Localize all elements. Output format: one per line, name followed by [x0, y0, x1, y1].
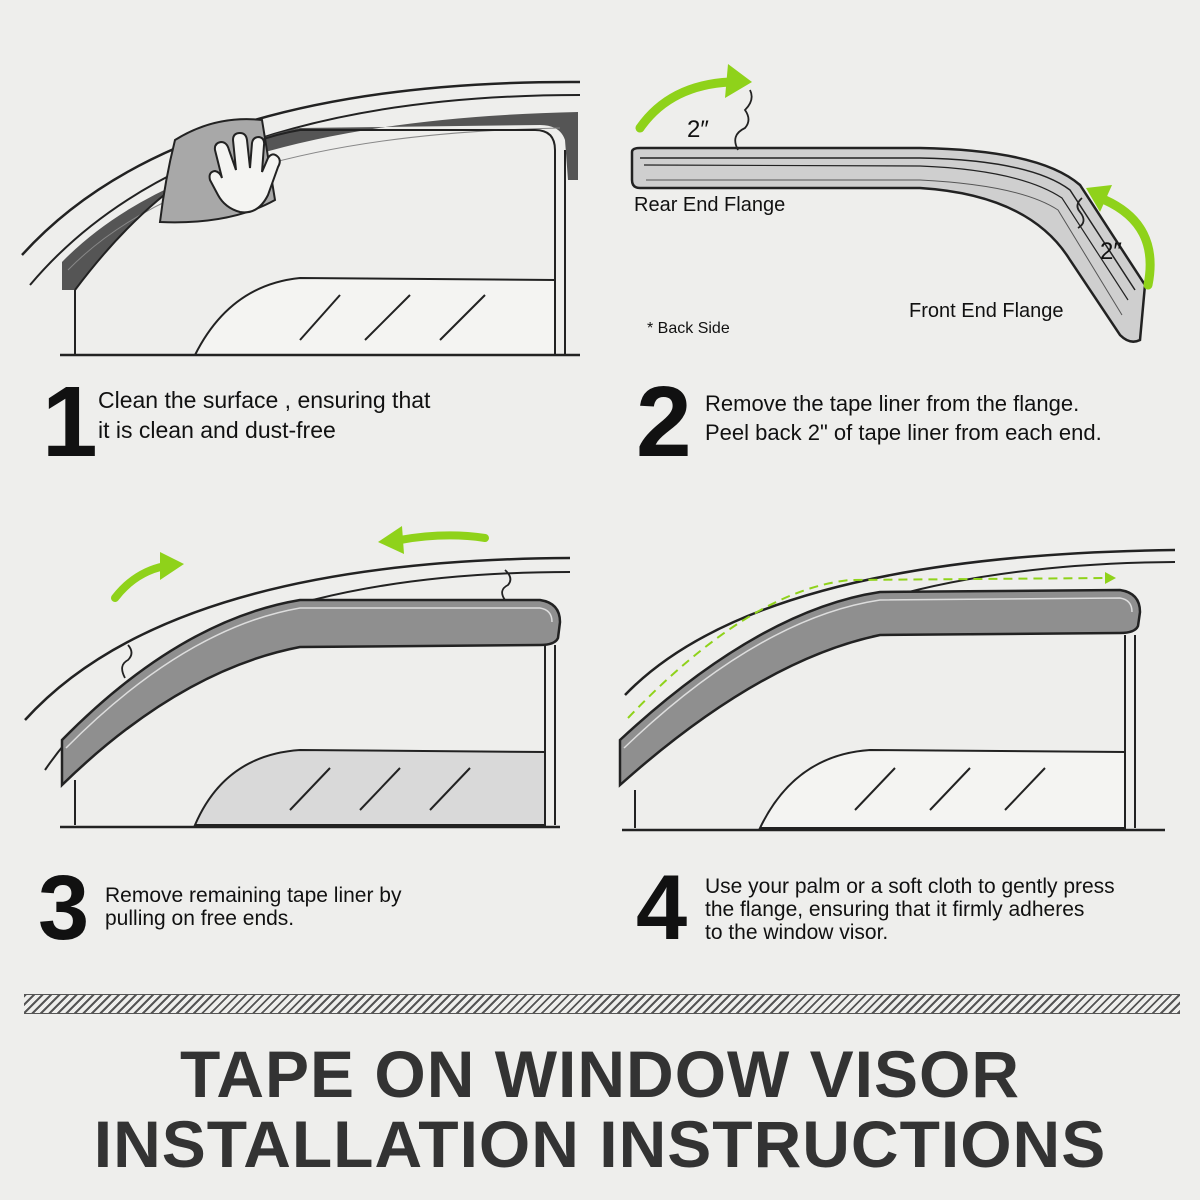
step-3-line-1: Remove remaining tape liner by	[105, 884, 402, 907]
car-door-frame-drawing	[21, 80, 581, 357]
peel-arrow-rear-head-icon	[725, 64, 752, 98]
back-side-note: * Back Side	[647, 320, 730, 337]
pull-arrow-front-head-icon	[160, 552, 184, 580]
visor-press-drawing	[618, 548, 1176, 832]
step-3-instructions: Remove remaining tape liner by pulling o…	[105, 884, 401, 930]
step-2-line-1: Remove the tape liner from the flange.	[705, 391, 1080, 416]
dimension-rear: 2″	[687, 116, 709, 143]
step-2-instructions: Remove the tape liner from the flange. P…	[705, 389, 1102, 447]
dimension-front: 2″	[1100, 238, 1122, 265]
step-4-instructions: Use your palm or a soft cloth to gently …	[705, 875, 1115, 944]
front-end-flange-label: Front End Flange	[909, 300, 1064, 322]
step-1-illustration	[0, 0, 600, 370]
step-2-illustration: 2″ 2″ Rear End Flange Front End Flange *…	[600, 0, 1200, 370]
press-path-arrowhead-icon	[1105, 572, 1116, 584]
page-title-line-1: TAPE ON WINDOW VISOR	[179, 1037, 1021, 1111]
peel-arrow-front-head-icon	[1086, 185, 1112, 212]
peel-arrow-rear-icon	[635, 77, 735, 133]
hatched-divider	[24, 994, 1180, 1014]
pull-arrow-front-icon	[111, 562, 169, 602]
hand-icon	[208, 131, 281, 214]
peel-arrow-front-icon	[1100, 195, 1155, 290]
step-4-illustration	[600, 500, 1200, 840]
step-4-line-1: Use your palm or a soft cloth to gently …	[705, 875, 1115, 898]
rear-end-flange-label: Rear End Flange	[634, 194, 786, 216]
page-title-line-2: INSTALLATION INSTRUCTIONS	[93, 1107, 1107, 1181]
pull-arrow-rear-icon	[396, 531, 489, 544]
step-3-line-2: pulling on free ends.	[105, 907, 295, 930]
step-4-number: 4	[636, 857, 688, 959]
step-3-illustration	[0, 500, 600, 840]
visor-back-side-drawing	[630, 64, 1155, 343]
step-4-line-2: the flange, ensuring that it firmly adhe…	[705, 898, 1085, 921]
step-1-line-2: it is clean and dust-free	[98, 417, 336, 443]
step-2-number: 2	[636, 366, 692, 478]
step-1-instructions: Clean the surface , ensuring that it is …	[98, 385, 430, 445]
visor-installed-peel-drawing	[24, 526, 571, 829]
step-1-number: 1	[42, 366, 98, 478]
step-3-number: 3	[38, 857, 90, 959]
step-2-line-2: Peel back 2" of tape liner from each end…	[705, 420, 1102, 445]
liner-curl-rear	[734, 89, 753, 151]
liner-curl-front	[1076, 197, 1085, 229]
step-1-line-1: Clean the surface , ensuring that	[98, 387, 431, 413]
pull-arrow-rear-head-icon	[378, 526, 404, 554]
step-4-line-3: to the window visor.	[705, 921, 889, 944]
press-path-icon	[627, 577, 1106, 719]
